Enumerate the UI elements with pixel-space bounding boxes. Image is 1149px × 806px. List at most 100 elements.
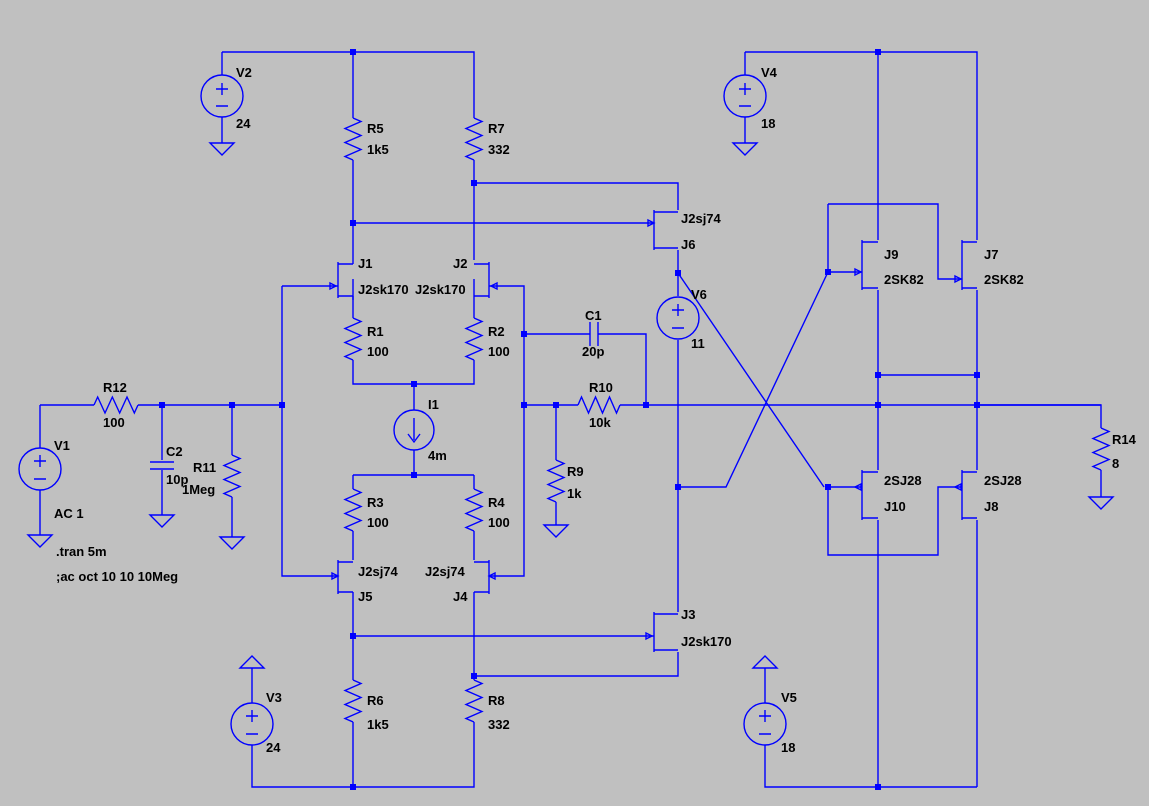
r3-name: R3 (367, 495, 384, 510)
j9-model: 2SK82 (884, 272, 924, 287)
resistor-r8[interactable] (464, 679, 484, 723)
v3-value: 24 (266, 740, 281, 755)
capacitor-c2[interactable] (150, 461, 174, 470)
junction-dot (350, 49, 356, 55)
r9-value: 1k (567, 486, 582, 501)
r4-value: 100 (488, 515, 510, 530)
resistor-r14[interactable] (1091, 427, 1111, 471)
junction-dot (350, 220, 356, 226)
jfet-j4[interactable] (474, 560, 497, 594)
resistor-r12[interactable] (93, 395, 139, 415)
j3-name: J3 (681, 607, 695, 622)
j6-model: J2sj74 (681, 211, 722, 226)
r10-value: 10k (589, 415, 611, 430)
junction-dot (643, 402, 649, 408)
j7-model: 2SK82 (984, 272, 1024, 287)
c2-name: C2 (166, 444, 183, 459)
j8-name: J8 (984, 499, 998, 514)
jfet-j2[interactable] (474, 262, 498, 298)
resistor-r11[interactable] (222, 454, 242, 498)
junctions (159, 49, 980, 790)
v1-name: V1 (54, 438, 70, 453)
junction-dot (553, 402, 559, 408)
v2-value: 24 (236, 116, 251, 131)
resistor-r6[interactable] (343, 679, 363, 723)
jfet-j3[interactable] (645, 612, 678, 652)
v4-name: V4 (761, 65, 778, 80)
resistor-r3[interactable] (343, 488, 363, 532)
junction-dot (675, 270, 681, 276)
j4-name: J4 (453, 589, 468, 604)
v6-name: V6 (691, 287, 707, 302)
junction-dot (974, 372, 980, 378)
r3-value: 100 (367, 515, 389, 530)
i1-value: 4m (428, 448, 447, 463)
r5-value: 1k5 (367, 142, 389, 157)
resistor-r2[interactable] (464, 317, 484, 361)
j2-model: J2sk170 (415, 282, 466, 297)
r9-name: R9 (567, 464, 584, 479)
r12-name: R12 (103, 380, 127, 395)
junction-dot (875, 402, 881, 408)
junction-dot (825, 269, 831, 275)
r1-name: R1 (367, 324, 384, 339)
jfet-j8[interactable] (953, 470, 977, 520)
resistor-r7[interactable] (464, 117, 484, 161)
voltage-source-v1[interactable] (18, 447, 62, 491)
r11-value: 1Meg (182, 482, 215, 497)
resistors (93, 117, 1111, 723)
v4-value: 18 (761, 116, 775, 131)
r8-name: R8 (488, 693, 505, 708)
r1-value: 100 (367, 344, 389, 359)
junction-dot (411, 472, 417, 478)
v5-name: V5 (781, 690, 797, 705)
resistor-r1[interactable] (343, 317, 363, 361)
jfet-j1[interactable] (329, 260, 354, 300)
resistor-r4[interactable] (464, 488, 484, 532)
r12-value: 100 (103, 415, 125, 430)
v2-name: V2 (236, 65, 252, 80)
j5-name: J5 (358, 589, 372, 604)
jfet-j7[interactable] (954, 240, 977, 290)
wires (39, 51, 1102, 788)
current-source-i1[interactable] (393, 409, 435, 451)
capacitor-c1[interactable] (588, 322, 600, 346)
labels: V1 AC 1 V2 24 V3 24 V4 18 V5 18 V6 11 I1… (54, 65, 1137, 755)
junction-dot (229, 402, 235, 408)
r2-value: 100 (488, 344, 510, 359)
j1-name: J1 (358, 256, 372, 271)
r4-name: R4 (488, 495, 505, 510)
resistor-r9[interactable] (546, 459, 566, 503)
c2-value: 10p (166, 472, 188, 487)
junction-dot (471, 673, 477, 679)
jfet-j6[interactable] (646, 210, 678, 250)
r11-name: R11 (193, 460, 216, 475)
v6-value: 11 (691, 336, 705, 351)
v5-value: 18 (781, 740, 795, 755)
v1-value: AC 1 (54, 506, 84, 521)
j10-name: J10 (884, 499, 906, 514)
v3-name: V3 (266, 690, 282, 705)
r14-name: R14 (1112, 432, 1137, 447)
jfet-j10[interactable] (853, 470, 878, 520)
junction-dot (825, 484, 831, 490)
resistor-r5[interactable] (343, 117, 363, 161)
j3-model: J2sk170 (681, 634, 732, 649)
r2-name: R2 (488, 324, 505, 339)
junction-dot (875, 49, 881, 55)
junction-dot (521, 402, 527, 408)
junction-dot (521, 331, 527, 337)
j4-model: J2sj74 (425, 564, 466, 579)
j10-model: 2SJ28 (884, 473, 922, 488)
j1-model: J2sk170 (358, 282, 409, 297)
jfet-j5[interactable] (330, 560, 353, 594)
r14-value: 8 (1112, 456, 1119, 471)
jfet-j9[interactable] (854, 240, 878, 290)
r7-value: 332 (488, 142, 510, 157)
resistor-r10[interactable] (577, 395, 621, 415)
voltage-source-v6[interactable] (656, 296, 700, 340)
i1-name: I1 (428, 397, 439, 412)
junction-dot (411, 381, 417, 387)
